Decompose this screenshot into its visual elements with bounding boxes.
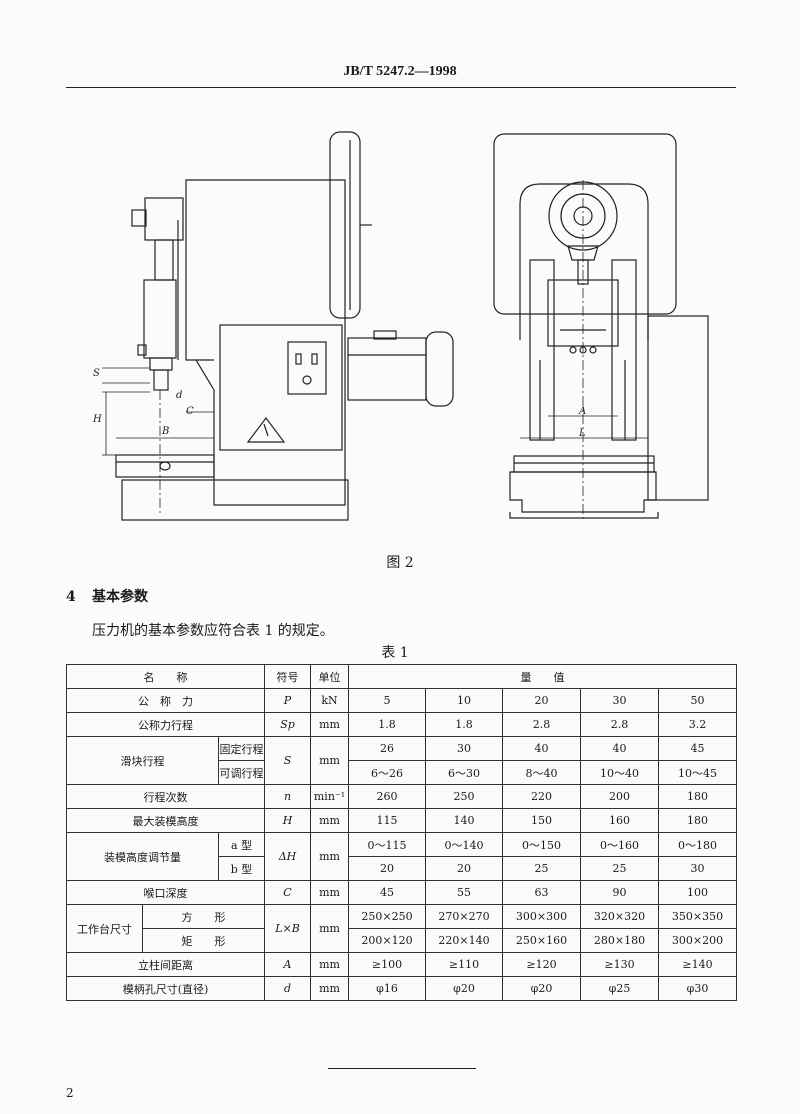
section-number: 4 [66, 589, 76, 605]
table-caption: 表 1 [381, 645, 409, 661]
table-row: 立柱间距离 A mm ≥100≥110≥120≥130≥140 [66, 952, 737, 977]
dim-label-b: B [161, 426, 169, 437]
side-view-drawing: S H B d C [92, 131, 454, 521]
dim-label-l: L [578, 428, 586, 439]
header-rule [66, 87, 736, 88]
section-heading: 4 基本参数 [66, 586, 148, 606]
dim-label-c: C [186, 406, 194, 417]
dim-label-h: H [92, 414, 102, 425]
front-view-drawing: A L [493, 133, 709, 520]
document-header-title: JB/T 5247.2—1998 [343, 64, 457, 79]
dim-label-s: S [93, 368, 100, 379]
header-unit: 单位 [310, 664, 349, 689]
header-value: 量 值 [348, 664, 737, 689]
page-number: 2 [66, 1086, 74, 1100]
press-drawing: S H B d C A L [92, 131, 709, 521]
header-symbol: 符号 [264, 664, 311, 689]
section-title: 基本参数 [92, 589, 148, 605]
dim-label-a: A [578, 406, 586, 417]
figure-caption: 图 2 [386, 555, 414, 571]
intro-paragraph: 压力机的基本参数应符合表 1 的规定。 [92, 623, 334, 639]
footer-rule [328, 1068, 476, 1069]
table-header-row: 名 称 符号 单位 量 值 [66, 664, 737, 689]
dim-label-d: d [176, 390, 182, 401]
header-name: 名 称 [66, 664, 265, 689]
